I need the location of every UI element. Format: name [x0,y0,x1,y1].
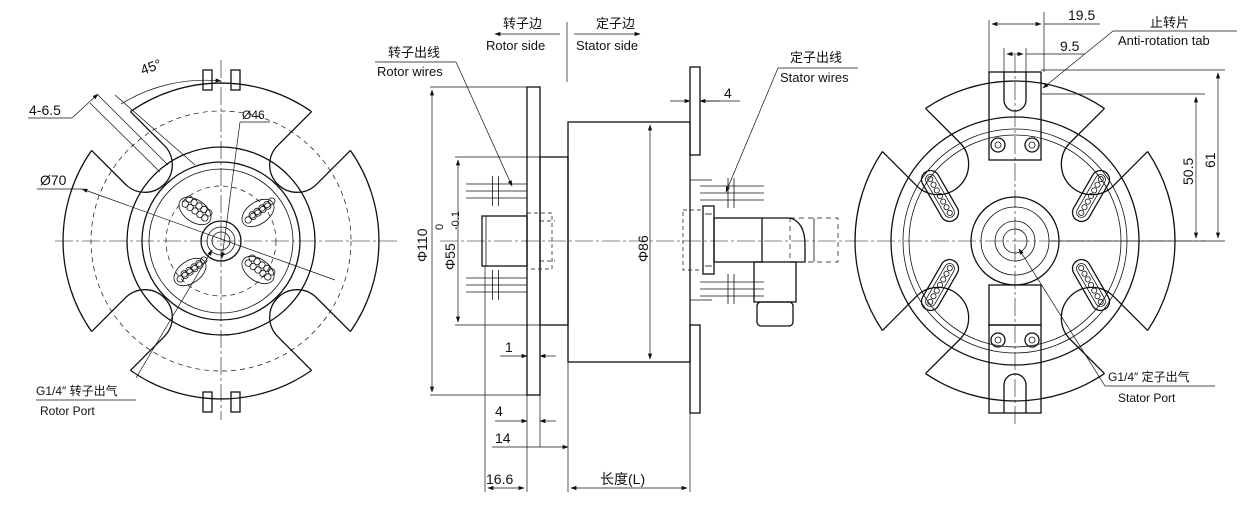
dim1-label: 1 [505,339,513,355]
rotor-wire-bundle-1 [466,176,527,206]
stator-side-en: Stator side [576,38,638,53]
right-wire-slot-3 [920,258,960,312]
left-wire-bundle-4 [241,254,276,285]
stator-tab-bottom-block [988,284,1042,414]
rotor-port-leader [135,249,213,379]
d195-label: 19.5 [1068,7,1095,23]
right-flange-slot-1 [1060,107,1149,196]
right-flange-slot-4 [1060,286,1149,375]
stator-wires-leader [725,67,779,193]
stator-port-leader [1018,248,1106,387]
slot-leader [71,93,99,119]
left-wire-bundle-3 [173,256,208,287]
d46-leader [220,121,241,259]
right-view: 19.5 9.5 止转片 Anti-rotation tab 50.5 61 G… [850,7,1237,425]
right-port-core [1002,228,1028,254]
right-wire-slot-4 [1071,258,1111,312]
slipring-body [567,121,691,363]
stator-wires-cn: 定子出线 [790,50,842,65]
right-flange-slot-2 [881,107,970,196]
rotor-wires [466,176,527,300]
d55-tol-upper: 0 [434,224,446,230]
left-flange-outline [62,82,380,400]
dim16-label: 16.6 [486,471,513,487]
left-tab-bottom [202,391,241,413]
left-port-inner [211,231,231,251]
left-spigot-circle [141,161,301,321]
left-flange-slot-3 [91,289,173,371]
rotor-port-en: Rotor Port [40,404,95,418]
side-view: 转子边 Rotor side 定子边 Stator side [375,16,858,492]
right-port-mid [980,206,1050,276]
rotor-wires-leader [455,61,513,187]
tab-leader [1042,30,1114,89]
slot-label: 4-6.5 [29,102,61,118]
stator-elbow-fitting [682,205,839,327]
d55-tol-lower: -0.1 [450,211,462,230]
stator-wire-bundle-2 [700,274,764,304]
d70-leader [81,188,336,281]
left-spigot-inner-circle [148,168,294,314]
left-flange-arcs [62,82,380,400]
rotor-side-cn: 转子边 [503,16,542,31]
left-flange-slot-1 [269,111,351,193]
stator-port-en: Stator Port [1118,391,1176,405]
d86-label: Φ86 [635,235,651,262]
left-wire-bundle-2 [241,197,276,228]
stator-side-cn: 定子边 [596,16,635,31]
stator-wires-en: Stator wires [780,70,849,85]
right-flange-slot-3 [881,286,970,375]
rotor-side-en: Rotor side [486,38,545,53]
left-wire-bundle-1 [178,195,213,226]
angle-dim-arc [120,78,222,105]
dim4-top-label: 4 [724,85,732,101]
d505-label: 50.5 [1180,158,1196,185]
d46-label: Ø46 [242,108,265,122]
rotor-wire-bundle-2 [466,270,527,300]
length-label: 长度(L) [600,471,645,487]
slot-ext-b [97,94,169,166]
left-flange-slot-2 [91,111,173,193]
d110-label: Φ110 [414,228,430,262]
tab-label-en: Anti-rotation tab [1118,33,1210,48]
rotor-fitting [481,212,555,270]
left-view: 45° 4-6.5 Ø46 Ø70 G1/4″ 转子出气 Rotor Port [28,56,400,420]
tab-label-cn: 止转片 [1150,15,1189,30]
d61-label: 61 [1202,152,1218,168]
stator-tab-lower [689,324,701,414]
left-bolt-circle [90,110,352,372]
angle-label: 45° [138,56,163,78]
right-wire-slot-2 [1071,169,1111,223]
left-wire-circle [165,185,277,297]
right-wire-slot-1 [920,169,960,223]
angle-ref-line [114,94,196,166]
left-body-circle [126,146,316,336]
right-port-inner [994,220,1036,262]
right-wire-slots [920,169,1111,312]
left-port-outer [200,220,242,262]
left-flange-slot-4 [269,289,351,371]
d55-label: Φ55 [442,243,458,270]
d70-label: Ø70 [40,172,67,188]
dim4b-label: 4 [495,403,503,419]
rotor-wires-cn: 转子出线 [388,45,440,60]
stator-wire-bundle-1 [700,178,764,208]
rotor-port-cn: G1/4″ 转子出气 [36,383,118,398]
stator-tab-upper [689,66,701,156]
stator-wires [700,178,764,304]
rotor-wires-en: Rotor wires [377,64,443,79]
slot-ext-a [89,102,161,173]
anti-rotation-tab-top [988,71,1042,161]
d95-label: 9.5 [1060,38,1080,54]
stator-port-cn: G1/4″ 定子出气 [1108,369,1190,384]
dim14-label: 14 [495,430,511,446]
